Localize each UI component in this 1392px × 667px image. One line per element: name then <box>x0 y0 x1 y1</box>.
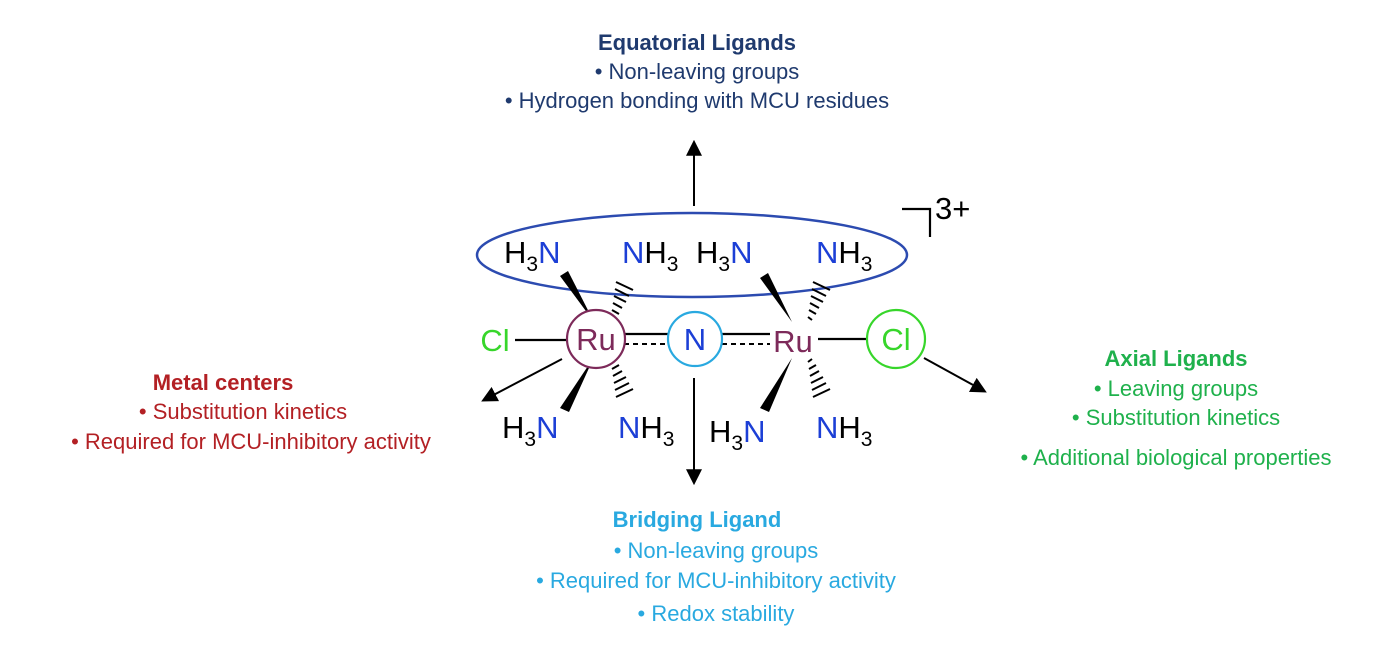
metal-centers-label: Metal centers • Substitution kinetics • … <box>71 370 431 454</box>
axial-bullet-substitution: • Substitution kinetics <box>1072 405 1280 430</box>
equatorial-bullet-hydrogen-bonding: • Hydrogen bonding with MCU residues <box>505 88 889 113</box>
bridging-n-circle <box>666 310 724 368</box>
equatorial-ellipse <box>475 211 909 299</box>
ammine-nh3-ru1-top: NH3 <box>622 235 678 276</box>
ammine-h3n-ru1-top: H3N <box>504 235 560 276</box>
ru-left-circle <box>565 308 627 370</box>
axial-bullet-leaving: • Leaving groups <box>1094 376 1258 401</box>
ru-left-label: Ru <box>576 322 616 357</box>
hash-bond-ru2-down <box>807 358 831 398</box>
metal-bullet-substitution: • Substitution kinetics <box>139 399 347 424</box>
bridging-ligand-label: Bridging Ligand • Non-leaving groups • R… <box>536 507 896 626</box>
ammine-h3n-ru1-bottom: H3N <box>502 410 558 451</box>
equatorial-ligands-title: Equatorial Ligands <box>598 30 796 55</box>
ammine-h3n-ru2-bottom: H3N <box>709 414 765 455</box>
cl-right-label: Cl <box>881 322 910 357</box>
equatorial-ligands-label: Equatorial Ligands • Non-leaving groups … <box>505 30 889 113</box>
hash-bond-ru2-up <box>807 281 831 321</box>
axial-ligands-label: Axial Ligands • Leaving groups • Substit… <box>1020 346 1331 470</box>
bridging-n-label: N <box>684 322 706 357</box>
ru-right-label: Ru <box>773 324 813 359</box>
ammine-nh3-ru1-bottom: NH3 <box>618 410 674 451</box>
axial-bullet-biological: • Additional biological properties <box>1020 445 1331 470</box>
bridging-ligand-title: Bridging Ligand <box>613 507 782 532</box>
hash-bond-ru1-up <box>610 281 634 321</box>
metal-centers-title: Metal centers <box>153 370 294 395</box>
ammine-h3n-ru2-top: H3N <box>696 235 752 276</box>
bridging-bullet-redox: • Redox stability <box>638 601 795 626</box>
ammine-nh3-ru2-bottom: NH3 <box>816 410 872 451</box>
equatorial-bullet-non-leaving: • Non-leaving groups <box>595 59 800 84</box>
wedge-bond-ru1-up <box>560 271 594 322</box>
wedge-bond-ru2-down <box>760 358 792 412</box>
charge-bracket <box>902 207 932 237</box>
arrow-to-metal-centers <box>481 358 563 402</box>
hash-bond-ru1-down <box>610 358 634 398</box>
cl-right-circle <box>865 308 927 370</box>
axial-ligands-title: Axial Ligands <box>1104 346 1247 371</box>
wedge-bond-ru1-down <box>560 357 594 412</box>
arrow-to-axial <box>923 357 987 393</box>
wedge-bond-ru2-up <box>760 273 792 322</box>
cl-left-label: Cl <box>480 323 509 358</box>
bridging-bullet-non-leaving: • Non-leaving groups <box>614 538 819 563</box>
charge-label: 3+ <box>935 191 970 226</box>
bridging-bullet-required: • Required for MCU-inhibitory activity <box>536 568 896 593</box>
metal-bullet-required: • Required for MCU-inhibitory activity <box>71 429 431 454</box>
ammine-nh3-ru2-top: NH3 <box>816 235 872 276</box>
